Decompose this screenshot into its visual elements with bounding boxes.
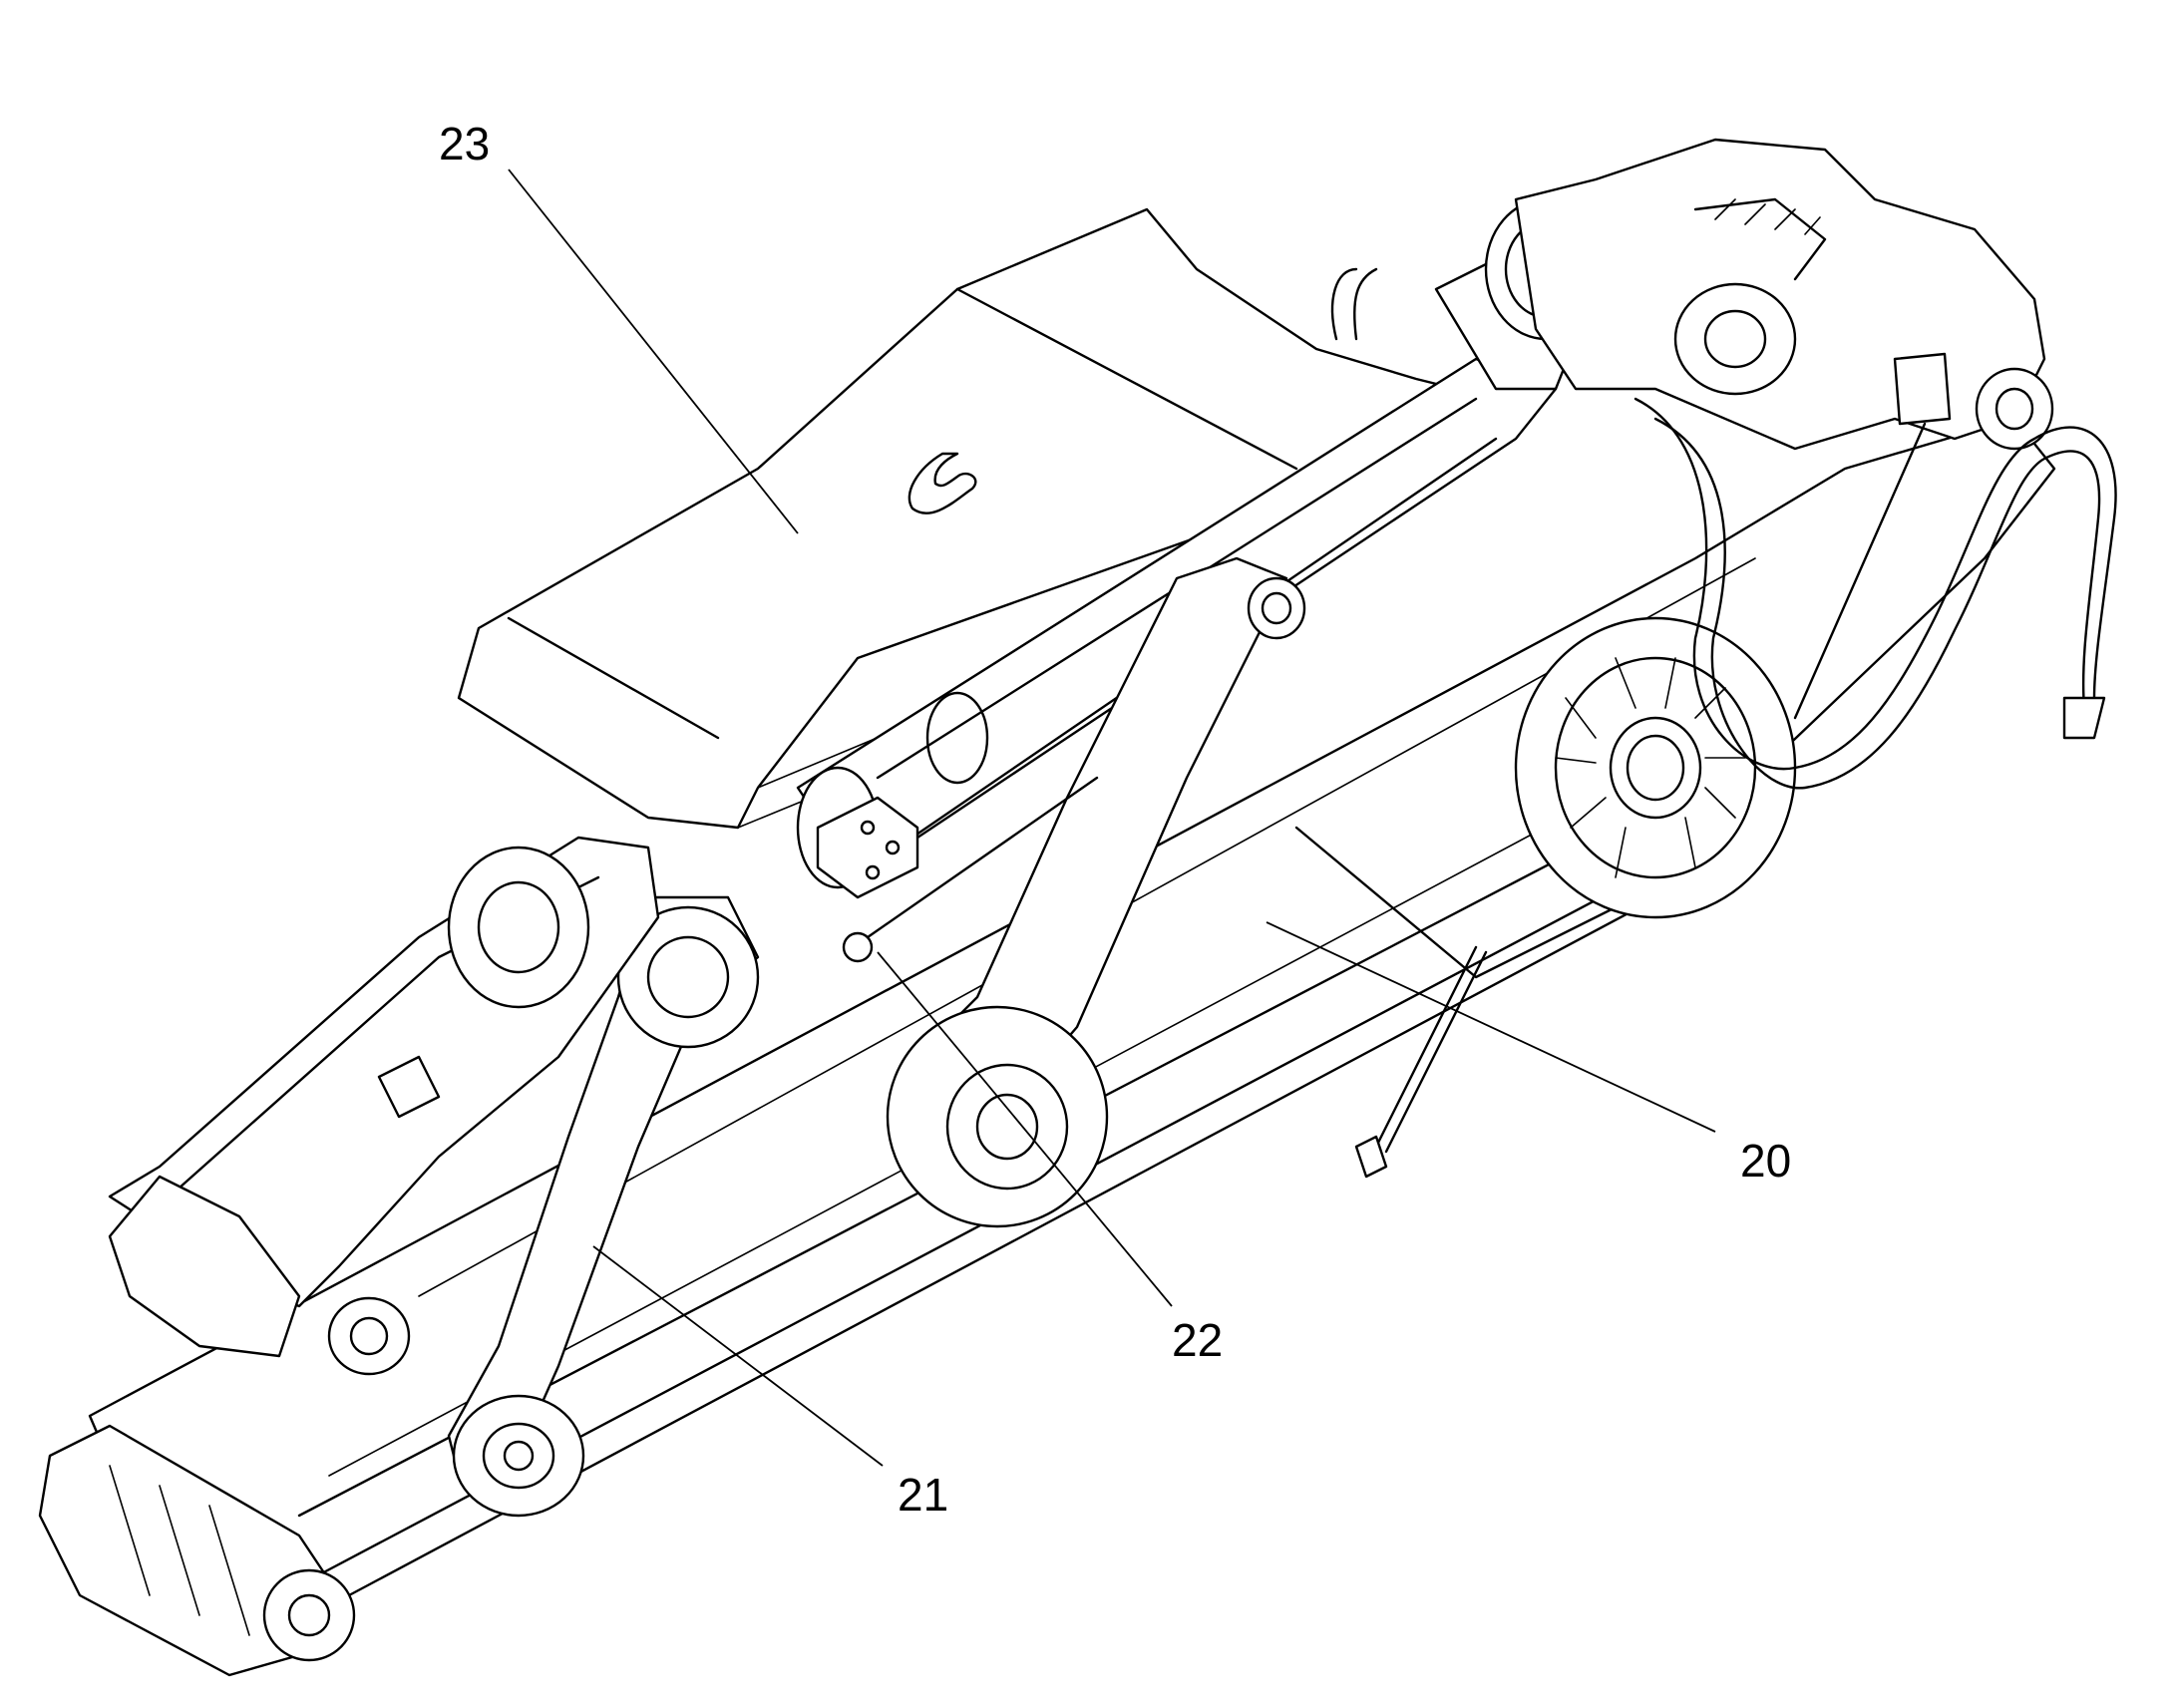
leader-lines [508,169,1716,1467]
leader-22 [877,951,1173,1307]
link-arm-front [447,895,760,1518]
callout-21: 21 [898,1469,948,1521]
link-arm-rear [842,556,1306,1228]
callout-20: 20 [1740,1135,1791,1187]
leader-23 [508,169,799,534]
leader-20 [1266,921,1716,1133]
front-pin-group [38,1424,356,1677]
top-pivot-assembly [1514,138,2054,720]
front-bracket [108,836,660,1376]
leader-21 [592,1245,884,1467]
callout-labels: 23 20 22 21 [439,118,1791,1521]
callout-23: 23 [439,118,490,170]
hydraulic-hoses [1330,267,2117,1179]
callout-22: 22 [1172,1314,1223,1366]
